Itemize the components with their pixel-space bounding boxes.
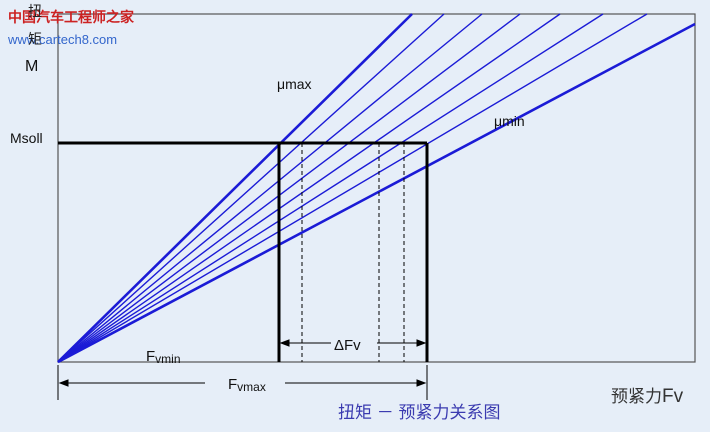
friction-line-5 — [57, 13, 561, 363]
y-label-char-1: 扭 — [28, 3, 42, 19]
diagram-caption: 扭矩 － 预紧力关系图 — [338, 403, 500, 422]
fvmax-label: Fvmax — [228, 376, 266, 394]
friction-line-7 — [57, 13, 648, 363]
y-label-m: M — [25, 58, 38, 75]
msoll-label: Msoll — [10, 130, 43, 146]
y-label-char-2: 矩 — [28, 31, 42, 47]
friction-line-4 — [57, 13, 521, 363]
friction-line-6 — [57, 13, 604, 363]
friction-line-3 — [57, 13, 483, 363]
friction-lines — [57, 13, 696, 364]
delta-fv-dimension — [279, 339, 427, 347]
watermark-cn: 中国汽车工程师之家 — [8, 9, 135, 25]
plot-frame — [57, 13, 696, 363]
friction-line-1 — [57, 13, 413, 363]
friction-line-8 — [57, 22, 696, 364]
mu-min-label: μmin — [494, 113, 525, 129]
watermark-url: www.cartech8.com — [7, 32, 117, 47]
delta-fv-label: ΔFv — [334, 337, 361, 354]
friction-line-2 — [57, 13, 445, 363]
mu-max-label: μmax — [277, 76, 312, 92]
fvmin-label: Fvmin — [146, 348, 181, 366]
x-label: 预紧力Fv — [611, 386, 684, 407]
fvmax-dimension — [57, 365, 428, 400]
